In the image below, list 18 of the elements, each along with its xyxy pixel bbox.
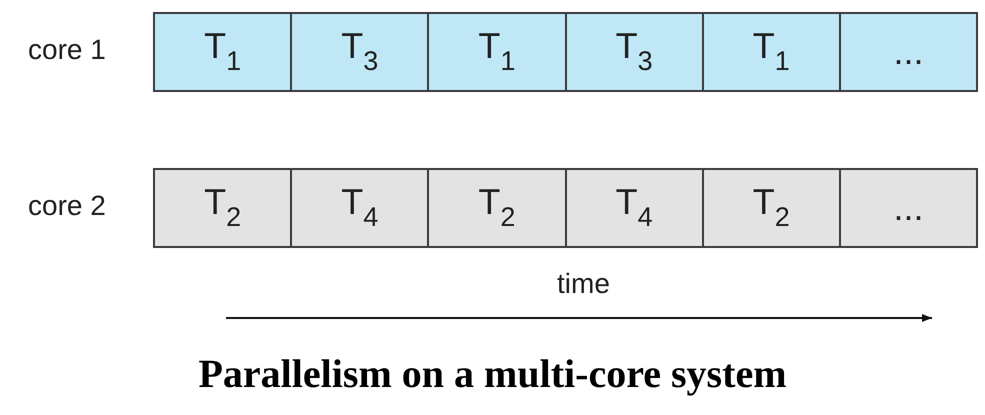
task-label: T$_{3}$ [616, 28, 653, 76]
row-label: core 1 [28, 34, 106, 66]
task-label: ... [893, 34, 924, 70]
task-label: T$_{1}$ [752, 28, 790, 76]
task-label: T$_{2}$ [752, 184, 790, 232]
task-label: T$_{2}$ [204, 184, 242, 232]
timeline-bar [153, 168, 978, 248]
task-label: T$_{4}$ [616, 184, 653, 232]
task-label: ... [893, 190, 924, 226]
task-label: T$_{2}$ [478, 184, 516, 232]
task-label: T$_{1}$ [478, 28, 516, 76]
task-label: T$_{4}$ [341, 184, 378, 232]
caption: Parallelism on a multi-core system [197, 350, 788, 397]
task-label: T$_{3}$ [341, 28, 378, 76]
row-label: core 2 [28, 190, 106, 222]
timeline-bar [153, 12, 978, 92]
task-label: T$_{1}$ [204, 28, 242, 76]
axis-label: time [557, 268, 610, 300]
